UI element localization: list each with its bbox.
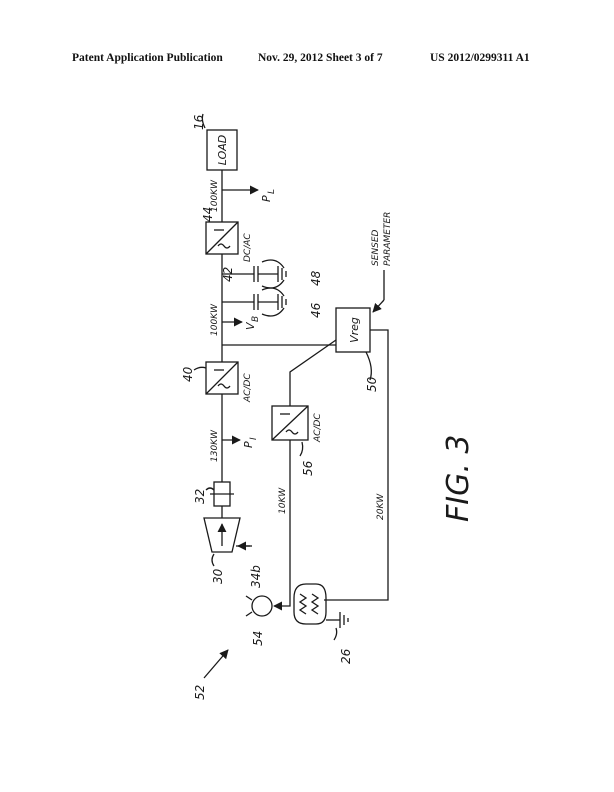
ref-vreg-leader	[365, 351, 372, 381]
sensed-label: SENSED	[371, 229, 381, 266]
ref-turbine: 30	[211, 568, 225, 584]
aux-feed-line	[289, 339, 337, 406]
ref-turbine-leader	[211, 553, 215, 567]
ref-acdc-aux: 56	[301, 460, 315, 476]
p-load-label: P L	[260, 189, 277, 202]
load-label: LOAD	[216, 135, 229, 165]
ref-heater-leader	[333, 627, 338, 641]
vreg-label: Vreg	[348, 317, 361, 343]
sensed-arrow	[372, 299, 385, 313]
heater-feed-line	[324, 329, 389, 601]
acdc-aux-label: AC/DC	[313, 413, 323, 443]
turbine-symbol	[203, 517, 241, 553]
capacitor-46	[222, 287, 287, 317]
v-bus-label: V B	[244, 316, 261, 330]
acdc-main-label: AC/DC	[243, 373, 253, 403]
heater-symbol	[293, 583, 349, 628]
ref-cap48: 48	[309, 270, 323, 286]
p-in-sub: I	[249, 437, 259, 440]
parameter-label: PARAMETER	[383, 212, 393, 266]
capacitor-48	[222, 259, 287, 289]
dcac-label: DC/AC	[243, 233, 253, 262]
ref-vreg: 50	[365, 376, 379, 392]
system-arrow	[203, 649, 229, 679]
p-load-text: P	[260, 195, 273, 202]
figure-title: FIG. 3	[441, 434, 476, 522]
dcac-converter	[205, 221, 239, 255]
pump-feed-line	[273, 440, 291, 611]
acdc-aux-converter	[271, 405, 309, 441]
power-20kw: 20KW	[376, 493, 386, 520]
ref-coupling-leader	[205, 487, 215, 491]
page-header: Patent Application Publication Nov. 29, …	[72, 52, 542, 68]
ref-coupling: 32	[193, 489, 207, 504]
publication-label: Patent Application Publication	[72, 52, 223, 64]
pump-symbol	[245, 595, 273, 617]
v-bus-sub: B	[251, 316, 261, 322]
load-block: LOAD	[206, 129, 238, 171]
p-in-label: P I	[242, 437, 259, 448]
power-130kw: 130KW	[210, 429, 220, 462]
ref-dcac: 44	[201, 207, 215, 222]
ref-load-leader	[201, 113, 206, 129]
power-10kw: 10KW	[278, 487, 288, 514]
v-bus-text: V	[244, 321, 257, 330]
ref-pump: 54	[251, 631, 265, 646]
coupling-symbol	[210, 481, 234, 507]
p-in-text: P	[242, 441, 255, 448]
ref-acdc-aux-leader	[299, 441, 304, 457]
ref-system: 52	[193, 685, 207, 700]
ref-acdc-main: 40	[181, 366, 195, 382]
vreg-block: Vreg	[335, 307, 371, 353]
acdc-main-converter	[205, 361, 239, 395]
power-100kw-out: 100KW	[210, 179, 220, 212]
p-load-sub: L	[267, 189, 277, 194]
power-100kw-bus: 100KW	[210, 303, 220, 336]
ref-load: 16	[192, 114, 206, 130]
patent-number: US 2012/0299311 A1	[430, 52, 530, 64]
date-sheet-label: Nov. 29, 2012 Sheet 3 of 7	[258, 52, 383, 64]
ref-cap46: 46	[309, 302, 323, 318]
ref-heater: 26	[339, 648, 353, 664]
ref-input34b: 34b	[249, 565, 263, 588]
ref-acdc-main-leader	[193, 366, 207, 371]
